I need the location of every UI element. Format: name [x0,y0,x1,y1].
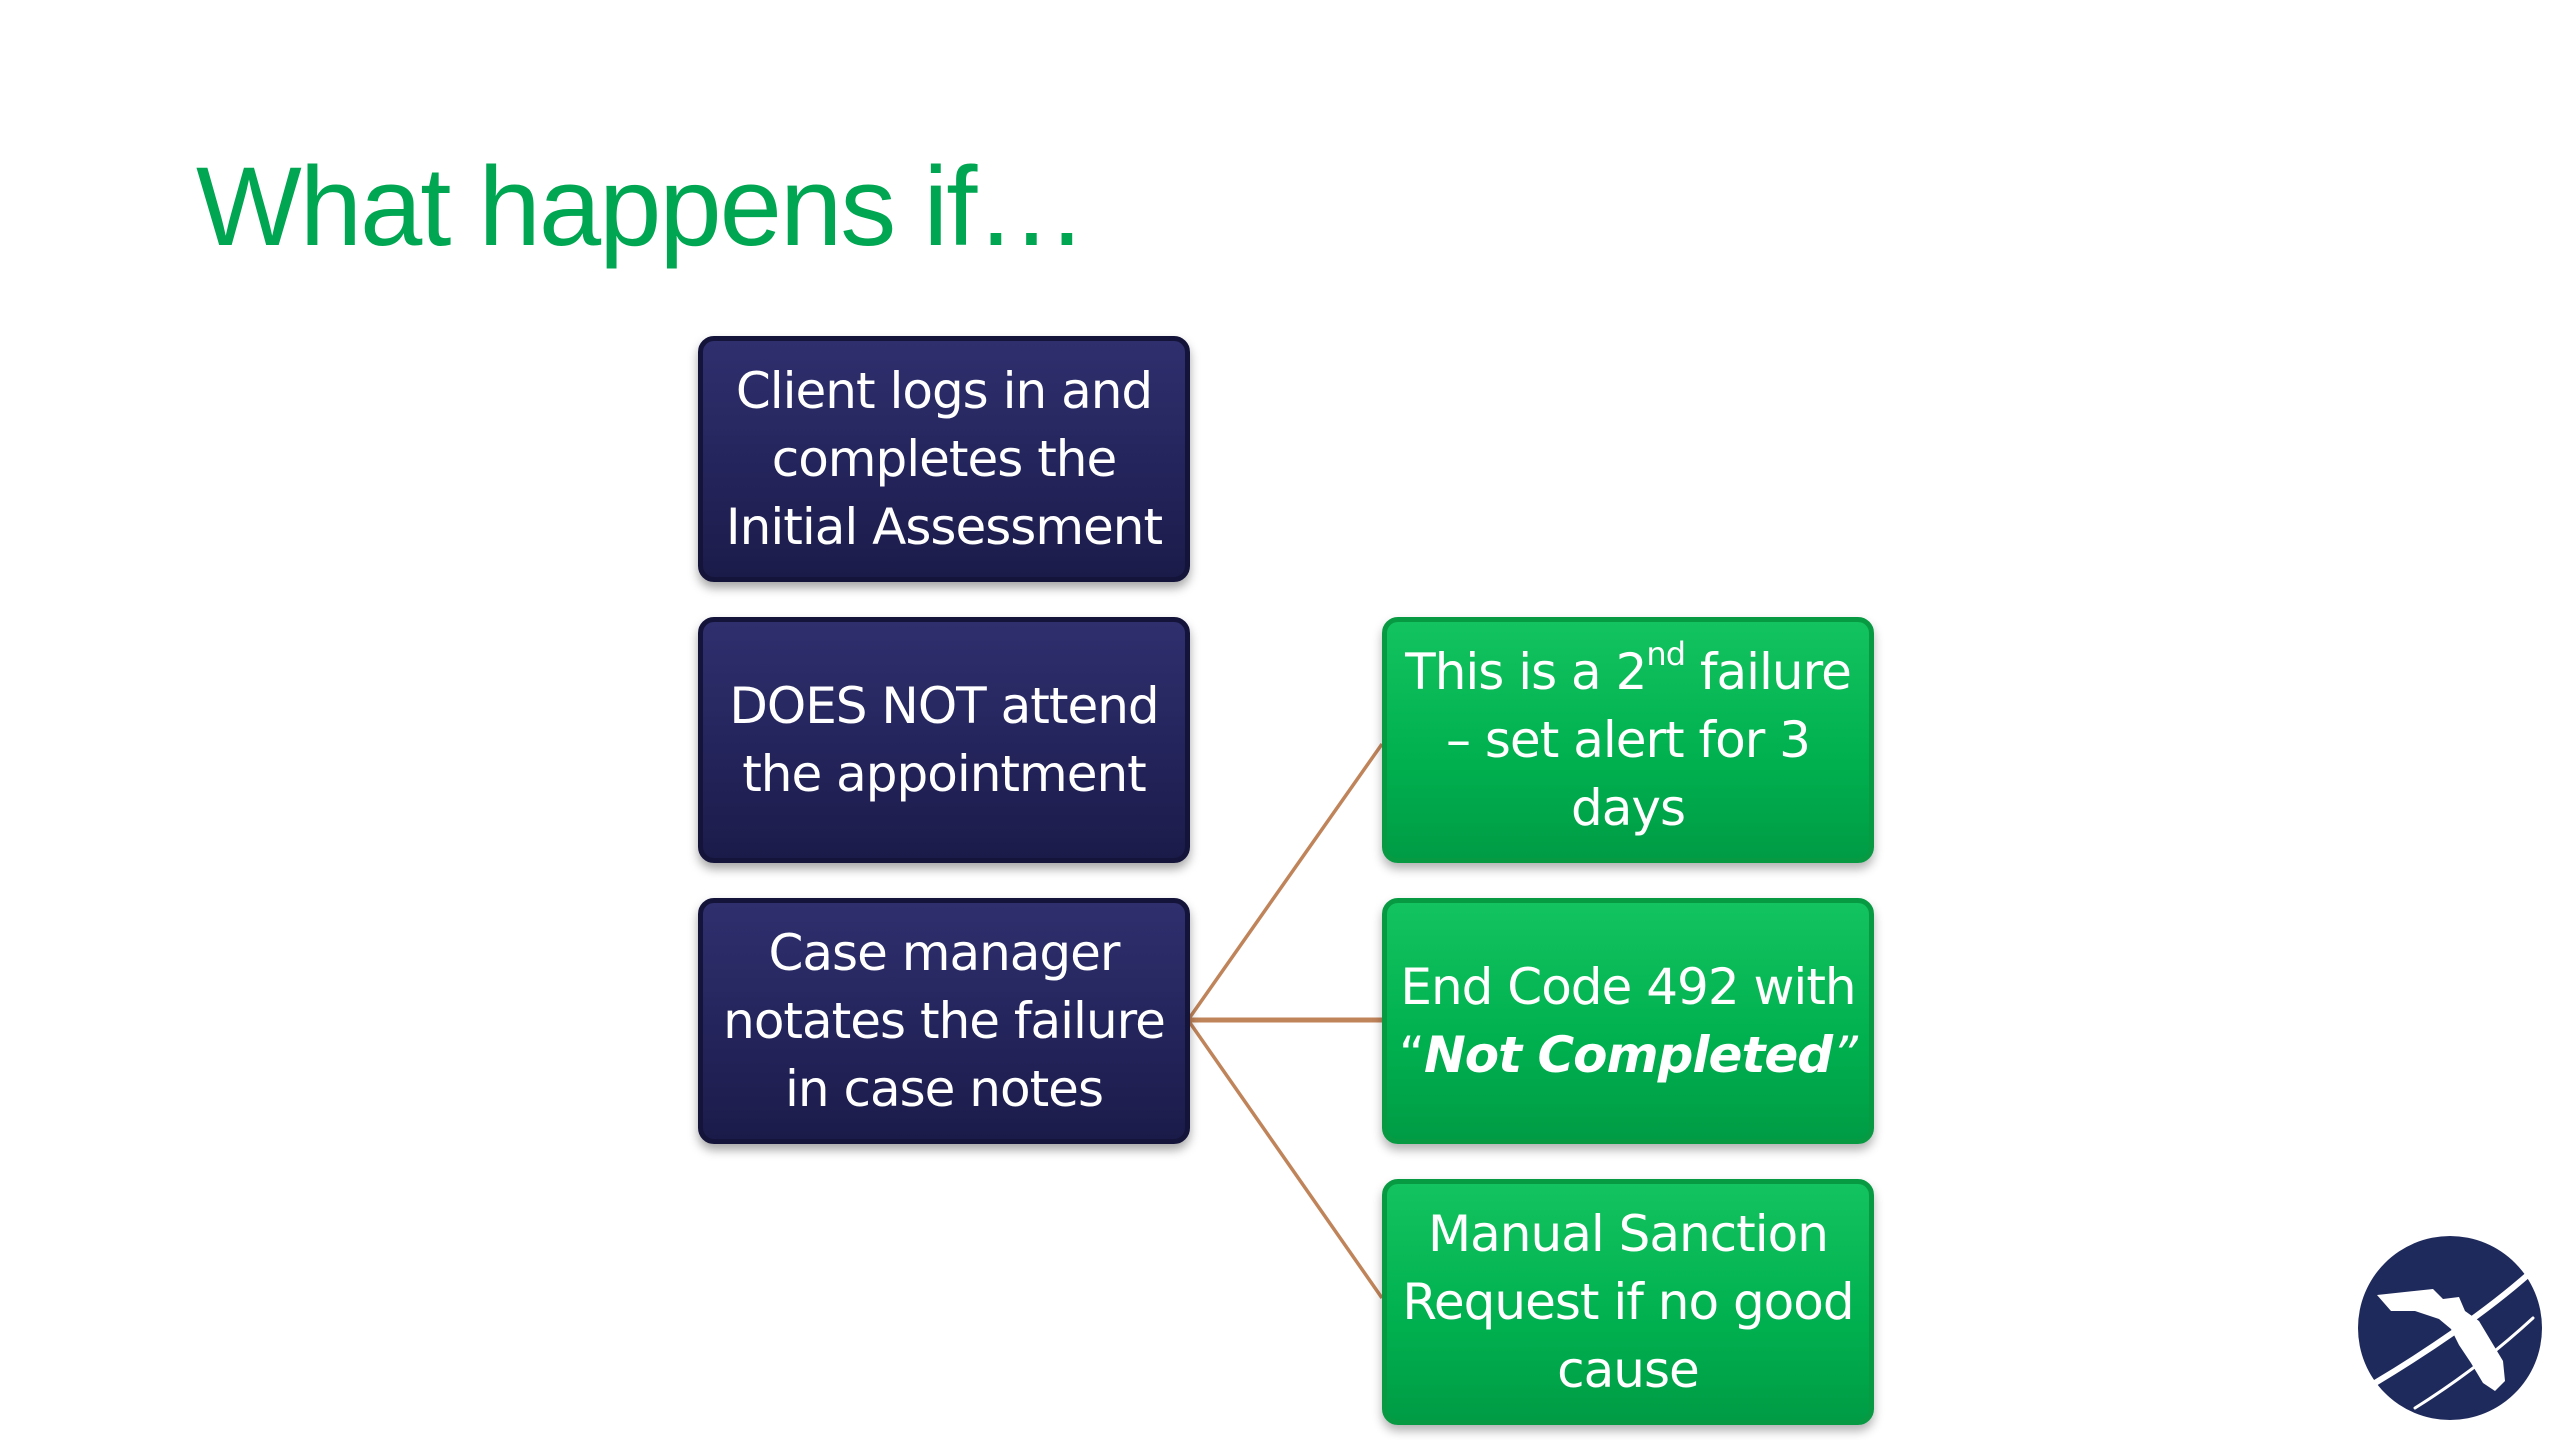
emphasis-text: Not Completed [1423,1026,1833,1084]
step-box-case-notes: Case manager notates the failure in case… [698,898,1190,1144]
ordinal-superscript: nd [1646,635,1686,674]
outcome-box-manual-sanction: Manual Sanction Request if no good cause [1382,1179,1874,1425]
connector-to-outcome-1 [1186,742,1384,1022]
step-text: DOES NOT attend the appointment [729,677,1159,803]
outcome-text: This is a 2nd failure – set alert for 3 … [1405,635,1852,837]
outcome-box-end-code: End Code 492 with “Not Completed” [1382,898,1874,1144]
slide-title: What happens if… [196,144,1087,269]
outcome-box-second-failure: This is a 2nd failure – set alert for 3 … [1382,617,1874,863]
florida-seal-icon [2358,1236,2542,1420]
step-text: Client logs in and completes the Initial… [725,362,1163,556]
step-text: Case manager notates the failure in case… [723,924,1166,1118]
outcome-text: End Code 492 with “Not Completed” [1399,958,1858,1084]
outcome-text: Manual Sanction Request if no good cause [1402,1205,1854,1399]
connector-to-outcome-3 [1186,1018,1384,1300]
step-box-missed-appointment: DOES NOT attend the appointment [698,617,1190,863]
step-box-login: Client logs in and completes the Initial… [698,336,1190,582]
